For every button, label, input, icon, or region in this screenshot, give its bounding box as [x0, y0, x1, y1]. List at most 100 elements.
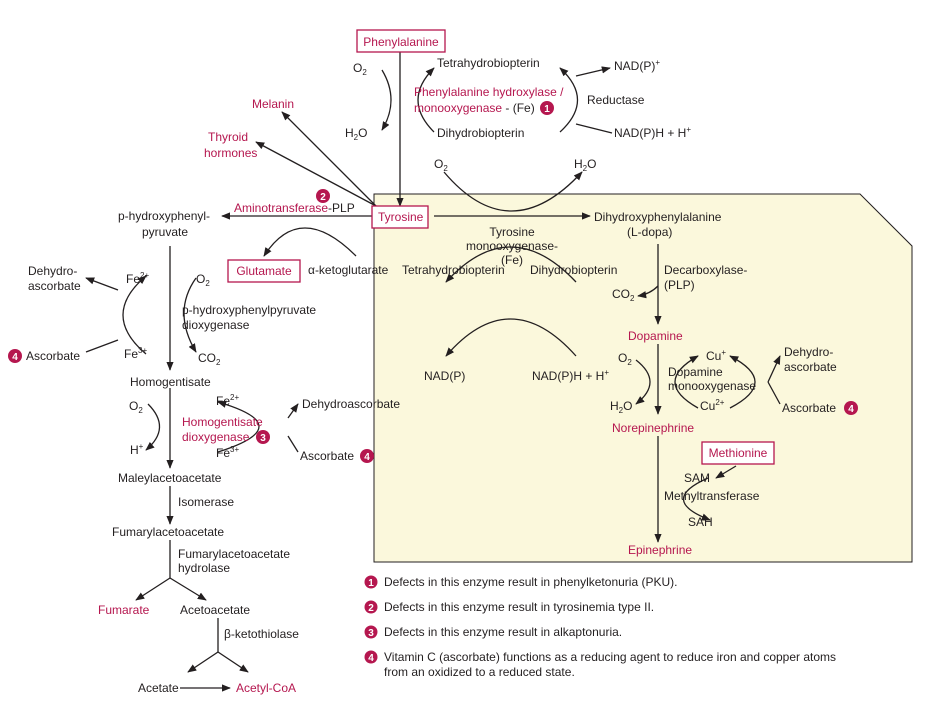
nadph-top: NAD(P)H + H+ [614, 125, 691, 140]
dopamine-label: Dopamine [628, 329, 683, 343]
o2-dbh: O2 [618, 351, 632, 367]
methyltransferase-label: Methyltransferase [664, 489, 760, 503]
glutamate-box [227, 259, 301, 283]
acetate-label: Acetate [138, 681, 179, 695]
acetoacetate-label: Acetoacetate [180, 603, 250, 617]
dbh-2: monooxygenase [668, 379, 756, 393]
svg-text:4: 4 [364, 452, 370, 463]
catecholamine-panel [373, 193, 913, 563]
maleyl-label: Maleylacetoacetate [118, 471, 222, 485]
badge-2-tat: 2 [316, 189, 330, 203]
badges: 1 2 3 4 4 4 [8, 101, 858, 463]
reductase-label: Reductase [587, 93, 645, 107]
decarb-2: (PLP) [664, 278, 695, 292]
ascorbate-right: Ascorbate [782, 401, 836, 415]
thyroid-label-1: Thyroid [208, 130, 248, 144]
tyrosine-label: Tyrosine [378, 210, 424, 224]
h2o-dbh: H2O [610, 399, 632, 415]
pathway-arrows [85, 52, 781, 692]
legend-item-2: 2 Defects in this enzyme result in tyros… [364, 600, 654, 614]
dehydroasc-right-2: ascorbate [784, 360, 837, 374]
fe3-left: Fe3+ [124, 346, 147, 361]
legend: 1 Defects in this enzyme result in pheny… [364, 575, 836, 679]
phe-hydroxylase-line1: Phenylalanine hydroxylase / [414, 85, 564, 99]
co2-dopa: CO2 [612, 287, 635, 303]
svg-text:Defects in this enzyme result: Defects in this enzyme result in phenylk… [384, 575, 677, 589]
nadph-mid: NAD(P)H + H+ [532, 368, 609, 383]
cu2-label: Cu2+ [700, 398, 725, 413]
thyroid-label-2: hormones [204, 146, 257, 160]
fumarylaa-label: Fumarylacetoacetate [112, 525, 224, 539]
ascorbate-left: Ascorbate [26, 349, 80, 363]
dehydroasc-left-2: ascorbate [28, 279, 81, 293]
methionine-label: Methionine [709, 446, 768, 460]
aminotransferase-label: Aminotransferase-PLP [234, 201, 355, 215]
badge-4-left: 4 [8, 349, 22, 363]
badge-3-hgd: 3 [256, 430, 270, 444]
hpp-diox-1: p-hydroxyphenylpyruvate [182, 303, 316, 317]
svg-text:4: 4 [368, 653, 374, 664]
fe2-hg: Fe2+ [216, 393, 239, 408]
svg-text:Defects in this enzyme result: Defects in this enzyme result in alkapto… [384, 625, 622, 639]
svg-text:4: 4 [848, 404, 854, 415]
legend-item-3: 3 Defects in this enzyme result in alkap… [364, 625, 622, 639]
norepinephrine-label: Norepinephrine [612, 421, 694, 435]
tyrosine-box [371, 205, 429, 229]
svg-text:1: 1 [368, 578, 374, 589]
svg-text:3: 3 [260, 433, 266, 444]
dbh-1: Dopamine [668, 365, 723, 379]
fumarate-label: Fumarate [98, 603, 150, 617]
sah-label: SAH [688, 515, 713, 529]
svg-text:2: 2 [368, 603, 374, 614]
phe-hydroxylase-line2: monooxygenase - (Fe) [414, 101, 535, 115]
o2-left: O2 [196, 272, 210, 288]
fe3-hg: Fe3+ [216, 445, 239, 460]
fe2-left: Fe2+ [126, 271, 149, 286]
legend-item-4: 4 Vitamin C (ascorbate) functions as a r… [364, 650, 836, 679]
phenylalanine-box [356, 29, 446, 53]
ascorbate-hg: Ascorbate [300, 449, 354, 463]
hppyr-label-2: pyruvate [142, 225, 188, 239]
co2-left: CO2 [198, 351, 221, 367]
homogentisate-label: Homogentisate [130, 375, 211, 389]
isomerase-label: Isomerase [178, 495, 234, 509]
fumhyd-1: Fumarylacetoacetate [178, 547, 290, 561]
tyr-mono-2: monooxygenase- [466, 239, 558, 253]
o2-top: O2 [353, 61, 367, 77]
dehydroasc-left-1: Dehydro- [28, 264, 77, 278]
tetrahydrobiopterin-top: Tetrahydrobiopterin [437, 56, 540, 70]
o2-tyr: O2 [434, 157, 448, 173]
svg-text:3: 3 [368, 628, 374, 639]
cu-plus: Cu+ [706, 348, 726, 363]
acetylcoa-label: Acetyl-CoA [236, 681, 296, 695]
methionine-box [701, 441, 775, 465]
thb-mid: Tetrahydrobiopterin [402, 263, 505, 277]
fumhyd-2: hydrolase [178, 561, 230, 575]
nadp-mid: NAD(P) [424, 369, 465, 383]
svg-text:1: 1 [544, 104, 550, 115]
dehydroasc-right-1: Dehydro- [784, 345, 833, 359]
hg-diox-2: dioxygenase [182, 430, 250, 444]
h-plus-hg: H+ [130, 442, 144, 457]
hg-diox-1: Homogentisate [182, 415, 263, 429]
o2-hg: O2 [129, 399, 143, 415]
svg-text:4: 4 [12, 352, 18, 363]
tyr-mono-1: Tyrosine [489, 225, 535, 239]
ketothiolase-label: β-ketothiolase [224, 627, 299, 641]
badge-1-pah: 1 [540, 101, 554, 115]
dehydroascorbate-hg: Dehydroascorbate [302, 397, 400, 411]
svg-text:from an oxidized to a reduced: from an oxidized to a reduced state. [384, 665, 575, 679]
sam-label: SAM [684, 471, 710, 485]
decarb-1: Decarboxylase- [664, 263, 747, 277]
dopa-label-2: (L-dopa) [627, 225, 672, 239]
hppyr-label-1: p-hydroxyphenyl- [118, 209, 210, 223]
phenylalanine-label: Phenylalanine [363, 35, 439, 49]
legend-item-1: 1 Defects in this enzyme result in pheny… [364, 575, 677, 589]
badge-4-right: 4 [844, 401, 858, 415]
svg-text:2: 2 [320, 192, 326, 203]
dihydrobiopterin-top: Dihydrobiopterin [437, 126, 524, 140]
nadp-plus-top: NAD(P)+ [614, 58, 660, 73]
hpp-diox-2: dioxygenase [182, 318, 250, 332]
epinephrine-label: Epinephrine [628, 543, 692, 557]
